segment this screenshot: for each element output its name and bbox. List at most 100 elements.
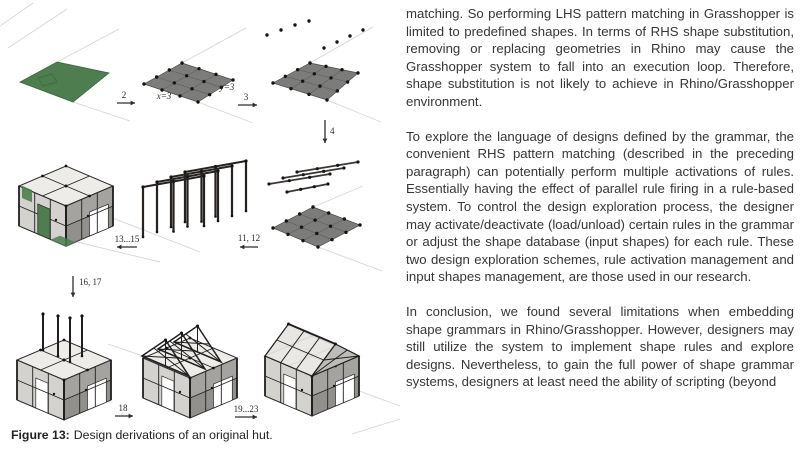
rod-dot — [336, 163, 340, 167]
paragraph-2: To explore the language of designs defin… — [406, 128, 794, 285]
rod-dot — [285, 190, 289, 194]
figure-13-image: 2 x=3 y=3 3 4 13...15 11, 12 16, 17 18 1… — [0, 2, 401, 435]
rod-dot — [287, 179, 291, 183]
grid-point-dot — [283, 74, 288, 79]
arrow-head — [128, 413, 133, 419]
diagram-hut-with-roof — [263, 322, 361, 417]
grid-point-dot — [202, 79, 206, 84]
grid-point-dot — [300, 79, 305, 83]
grid-point-dot — [311, 205, 315, 209]
base-dot — [216, 219, 220, 223]
beam-rod — [296, 161, 359, 173]
grid-point-dot — [356, 71, 360, 75]
base-dot — [183, 220, 187, 224]
hut-structure — [18, 163, 114, 247]
grid-point-dot — [271, 81, 275, 85]
grid-point-dot — [316, 245, 320, 249]
rod-dot — [322, 169, 326, 173]
grid-point-dot — [325, 98, 329, 102]
label-y-dim: y=3 — [219, 82, 235, 92]
green-plane — [19, 61, 110, 103]
grid-point-dot — [315, 231, 319, 236]
arrow-step-2 — [117, 100, 135, 106]
grid-line — [308, 69, 343, 95]
grid-line — [302, 218, 345, 241]
beam — [281, 166, 346, 180]
hut-structure — [16, 337, 112, 421]
diagram-green-ground-plane — [19, 61, 110, 103]
diagram-column-frame — [141, 159, 248, 239]
figure-caption-label: Figure 13: — [11, 428, 70, 442]
beam-rod — [282, 167, 345, 179]
diagram-hut-with-posts — [16, 312, 112, 421]
joint-dot — [183, 170, 187, 174]
article-text-column: matching. So performing LHS pattern matc… — [406, 5, 794, 457]
beam-rod — [286, 183, 329, 193]
grid-point-dot — [184, 74, 189, 78]
roof-truss-frames — [140, 324, 223, 378]
green-window-panel — [22, 185, 32, 203]
base-dot — [214, 215, 217, 218]
diagram-hut-with-trusses — [140, 324, 238, 419]
floating-points — [265, 19, 365, 50]
grid-point-dot — [335, 89, 340, 93]
arrow-step-11-12 — [240, 244, 258, 250]
arrow-head — [70, 292, 76, 297]
grid-point-dot — [142, 82, 146, 86]
figure-caption-text: Design derivations of an original hut. — [73, 428, 273, 442]
grid-point-dot — [219, 85, 224, 90]
grid-point-dot — [308, 61, 312, 65]
label-step-4: 4 — [330, 126, 335, 136]
joint-dot — [185, 174, 190, 179]
grid-point-dot — [340, 67, 344, 72]
roof-posts — [41, 312, 84, 364]
grid-point-dot — [295, 67, 300, 72]
label-step-2: 2 — [122, 90, 127, 100]
grid-point-dot — [271, 226, 275, 230]
grid-point-dot — [299, 225, 304, 229]
rod-dot — [315, 167, 319, 171]
diagram-grid-plane-1 — [142, 61, 235, 104]
diagram-grid-plane-2 — [271, 61, 360, 102]
base-dot — [200, 220, 203, 223]
rod-dot — [267, 182, 271, 186]
base-dot — [202, 224, 206, 228]
green-plane-notch — [37, 73, 58, 87]
rod-dot — [299, 187, 303, 191]
grid-point-dot — [342, 217, 347, 221]
figure-13: 2 x=3 y=3 3 4 13...15 11, 12 16, 17 18 1… — [0, 2, 401, 442]
diagram-hut-with-green-door — [18, 163, 114, 247]
joint-dot — [155, 180, 159, 184]
arrow-step-4 — [322, 120, 328, 143]
grid-point-dot — [345, 80, 350, 84]
grid-point-dot — [344, 230, 348, 235]
joint-dot — [171, 179, 176, 184]
grid-point-dot — [328, 224, 333, 228]
base-dot — [172, 230, 175, 233]
arrow-step-18 — [115, 413, 133, 419]
grid-point-dot — [307, 92, 311, 97]
arrow-step-19-23 — [235, 414, 257, 420]
joint-dot — [199, 169, 204, 174]
rod-dot — [312, 185, 316, 189]
rod-dot — [281, 176, 285, 180]
floating-beams — [267, 160, 360, 194]
grid-line — [290, 66, 327, 89]
joint-dot — [216, 169, 220, 173]
grid-point-dot — [329, 76, 333, 80]
joint-dot — [141, 185, 145, 189]
paragraph-1: matching. So performing LHS pattern matc… — [406, 6, 794, 109]
arrow-head — [252, 414, 257, 420]
base-dot — [186, 225, 189, 228]
label-step-11-12: 11, 12 — [238, 233, 260, 243]
grid-point-dot — [231, 78, 235, 82]
green-door-panel — [37, 203, 51, 240]
beam-rod — [268, 173, 331, 185]
grid-point-dot — [313, 218, 317, 222]
plane-face — [272, 206, 361, 248]
grid-point-dot — [196, 100, 200, 104]
rod-dot — [301, 173, 305, 177]
grid-point-dot — [160, 88, 164, 92]
joint-dot — [213, 164, 218, 169]
